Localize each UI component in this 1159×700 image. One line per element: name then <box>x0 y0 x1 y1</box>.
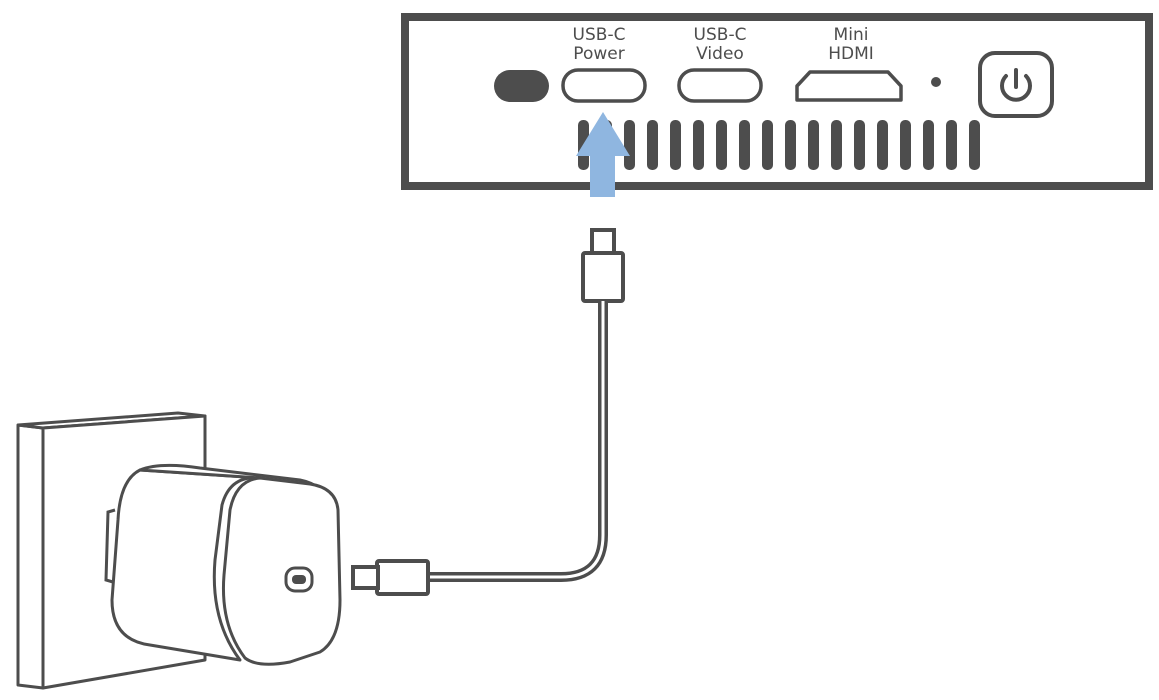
usb-c-power-port <box>561 68 647 103</box>
port-label-line: USB-C <box>572 25 626 45</box>
power-icon <box>978 51 1054 118</box>
wall-plate-side <box>16 423 45 690</box>
vent-slot <box>946 120 957 170</box>
vent-slot <box>831 120 842 170</box>
vent-slot <box>900 120 911 170</box>
vent-slot <box>624 120 635 170</box>
port-label-line: Power <box>573 44 625 64</box>
projector-rear-panel <box>401 13 1153 197</box>
vent-slot <box>716 120 727 170</box>
usb-c-cable <box>351 228 625 596</box>
cable-top-connector-body <box>581 251 625 303</box>
port-label-usb-c-power: USB-C Power <box>544 26 654 64</box>
ir-sensor <box>494 70 549 102</box>
vent-slot <box>877 120 888 170</box>
arrow-up-icon <box>576 112 630 197</box>
vent-slot <box>785 120 796 170</box>
usb-c-video-port <box>677 68 763 103</box>
power-adapter <box>104 463 342 666</box>
cable-wire <box>430 301 608 582</box>
port-label-line: USB-C <box>693 25 747 45</box>
port-label-line: Mini <box>833 25 869 45</box>
mini-hdmi-port <box>795 70 903 102</box>
cable-bottom-connector-body <box>375 559 430 596</box>
vent-slot <box>693 120 704 170</box>
vent-slot <box>808 120 819 170</box>
cable-bottom-connector-tip <box>351 565 380 590</box>
port-label-line: HDMI <box>828 44 874 64</box>
vent-slot <box>854 120 865 170</box>
vent-slot <box>762 120 773 170</box>
vent-slot <box>647 120 658 170</box>
port-label-usb-c-video: USB-C Video <box>665 26 775 64</box>
status-led <box>931 77 941 87</box>
adapter-front <box>221 476 342 666</box>
cable-top-connector-tip <box>590 228 616 256</box>
vent-slot <box>739 120 750 170</box>
port-label-line: Video <box>696 44 744 64</box>
adapter-side <box>110 468 262 662</box>
vent-slot <box>670 120 681 170</box>
vent-slot <box>969 120 980 170</box>
port-label-mini-hdmi: Mini HDMI <box>796 26 906 64</box>
vent-slot <box>923 120 934 170</box>
